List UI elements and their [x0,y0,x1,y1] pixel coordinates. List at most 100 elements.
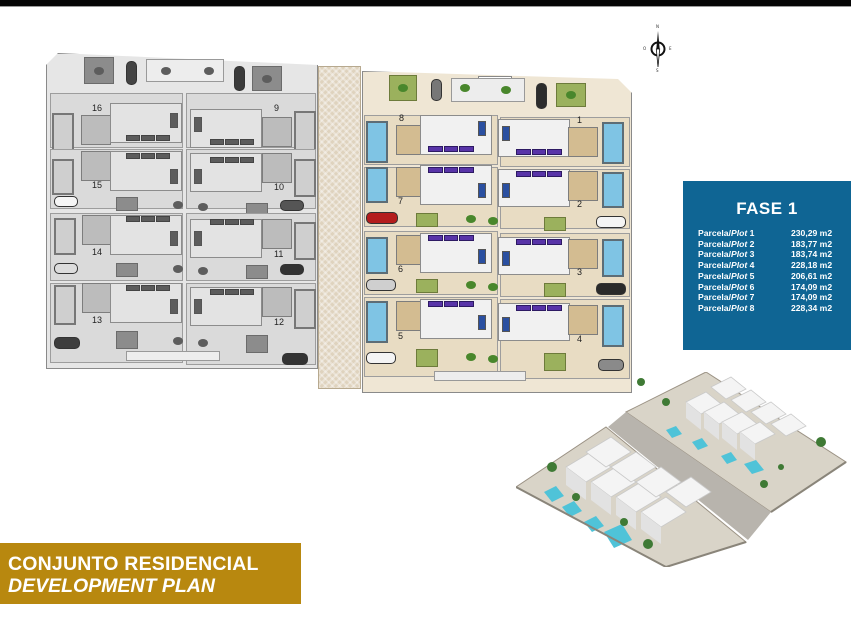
bed-icon [502,183,510,198]
pool [294,159,316,197]
tree-icon [488,355,498,363]
car-icon [280,264,304,275]
phase-1-plot-areas-panel: FASE 1 Parcela/Plot 1 230,29 m2 Parcela/… [683,181,851,350]
pool [54,218,76,255]
plot-number-11: 11 [274,249,284,259]
phase-title: FASE 1 [736,199,798,218]
site-plan: 16 9 15 10 14 11 [46,53,632,393]
plot-number-2: 2 [577,199,583,209]
plot-number-16: 16 [92,103,103,113]
terrace [82,215,112,245]
car-icon [54,196,78,207]
pool [366,237,388,274]
plot-number-13: 13 [92,315,103,325]
title-spanish: CONJUNTO RESIDENCIAL [8,553,259,575]
solar-panels [210,157,254,163]
garden [246,335,268,353]
plot-number-9: 9 [274,103,280,113]
plot-area-value: 228,34 m2 [791,302,833,313]
plot-number-4: 4 [577,334,583,344]
aerial-3d-render [515,371,851,569]
solar-panels [126,153,170,159]
garden [116,263,138,277]
compass-rose-icon: N S E O [640,24,676,74]
garden [544,217,566,231]
solar-panels [516,305,563,311]
pool [366,121,388,163]
car-icon [54,263,78,274]
garden [246,265,268,279]
plot-number-14: 14 [92,247,103,257]
solar-panels [210,219,254,225]
plot-area-row: Parcela/Plot 5 206,61 m2 [698,271,846,282]
pool [294,289,316,329]
tree-icon [501,86,511,94]
terrace [262,287,292,317]
bed-icon [478,315,486,330]
plot-area-value: 230,29 m2 [791,228,833,238]
compass-south-label: S [656,68,659,73]
terrace [568,305,598,335]
plot-number-3: 3 [577,267,583,277]
garden [416,349,438,367]
plot-area-list: Parcela/Plot 1 230,29 m2 Parcela/Plot 2 … [698,228,846,314]
plot-number-5: 5 [398,331,404,341]
pool [602,239,624,277]
terrace [262,153,292,183]
title-english: DEVELOPMENT PLAN [8,575,215,597]
garden [544,283,566,297]
car-icon [596,216,626,228]
plot-label: Parcela/Plot 4 [698,260,755,271]
plot-area-row: Parcela/Plot 2 183,77 m2 [698,239,846,250]
title-banner: CONJUNTO RESIDENCIAL DEVELOPMENT PLAN [0,543,301,604]
garden [116,331,138,349]
plot-label: Parcela/Plot 2 [698,238,755,249]
tree-icon [488,217,498,225]
car-icon [280,200,304,211]
tree-icon [466,353,476,361]
solar-panels [428,146,475,152]
garden [416,213,438,227]
plot-area-row: Parcela/Plot 8 228,34 m2 [698,303,846,314]
solar-panels [516,239,563,245]
bed-icon [502,251,510,266]
bed-icon [170,113,178,128]
compass-east-label: E [669,46,672,51]
bed-icon [194,299,202,314]
plot-label: Parcela/Plot 3 [698,249,755,260]
pool [602,172,624,208]
terrace [262,117,292,147]
car-icon [366,352,396,364]
plot-number-7: 7 [398,196,404,206]
car-icon [431,79,442,101]
bed-icon [478,249,486,264]
tree-icon [204,67,214,75]
car-icon [234,66,245,91]
pool [52,159,74,195]
tree-icon [466,281,476,289]
terrace [568,127,598,157]
plot-label: Parcela/Plot 6 [698,281,755,292]
tree-icon [161,67,171,75]
terrace [82,283,112,313]
pool [366,167,388,203]
plot-area-value: 206,61 m2 [791,270,833,281]
pool [366,301,388,343]
solar-panels [126,216,170,222]
plot-area-value: 228,18 m2 [791,260,833,271]
tree-icon [173,201,183,209]
plot-area-value: 174,09 m2 [791,281,833,292]
bed-icon [170,169,178,184]
tree-icon [173,337,183,345]
top-bar-shadow [0,6,851,7]
terrace [262,219,292,249]
compass-north-label: N [656,24,659,29]
bed-icon [194,231,202,246]
top-black-bar [0,0,851,6]
plot-area-row: Parcela/Plot 7 174,09 m2 [698,292,846,303]
car-icon [366,279,396,291]
bed-icon [478,121,486,136]
solar-panels [428,167,475,173]
car-icon [282,353,308,365]
compass-west-label: O [643,46,647,51]
